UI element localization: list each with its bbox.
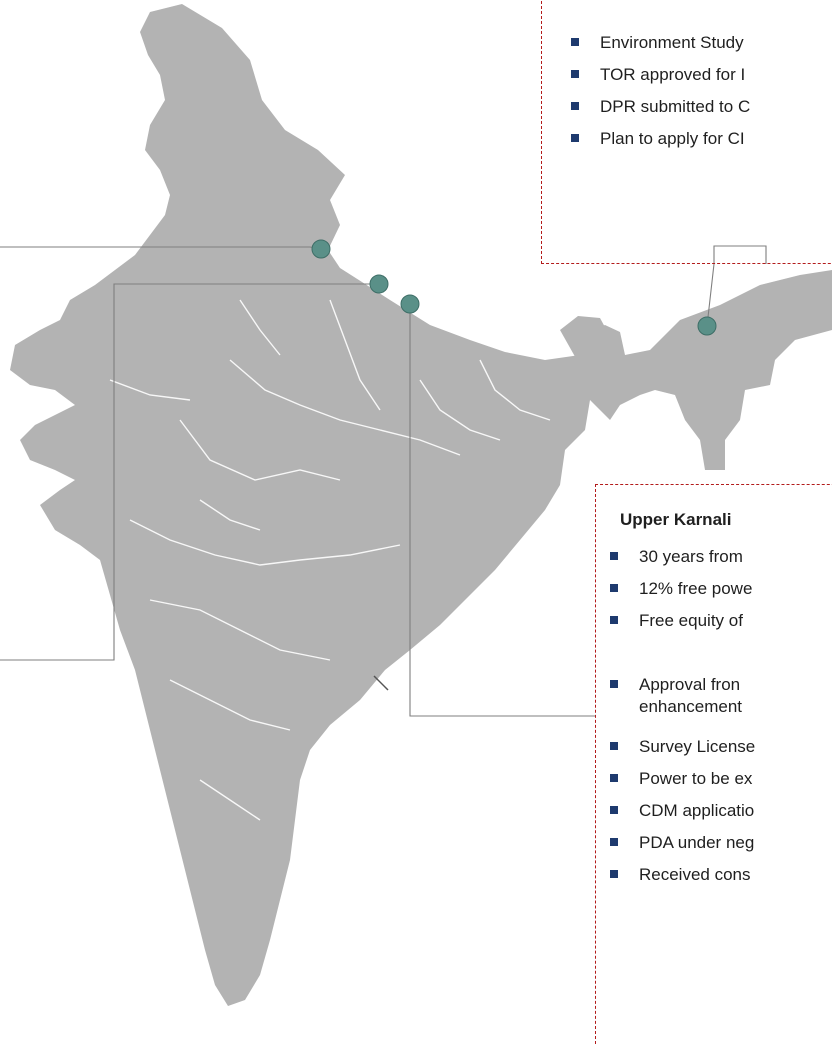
bullet-square-icon bbox=[610, 680, 618, 688]
bullet-square-icon bbox=[610, 552, 618, 560]
bullet-square-icon bbox=[610, 838, 618, 846]
bullet-square-icon bbox=[571, 70, 579, 78]
bullet-square-icon bbox=[610, 742, 618, 750]
callout-title: Upper Karnali bbox=[620, 510, 732, 529]
bullet-square-icon bbox=[610, 870, 618, 878]
bottom-callout-box bbox=[595, 484, 832, 1044]
project-marker-4[interactable] bbox=[697, 316, 717, 336]
india-landmass bbox=[10, 4, 832, 1006]
bullet-square-icon bbox=[610, 584, 618, 592]
project-marker-3[interactable] bbox=[400, 294, 420, 314]
bullet-square-icon bbox=[610, 616, 618, 624]
leader-line-3 bbox=[409, 306, 595, 717]
india-map bbox=[0, 4, 832, 1006]
bullet-square-icon bbox=[610, 774, 618, 782]
top-callout-box bbox=[541, 0, 832, 264]
bullet-square-icon bbox=[571, 102, 579, 110]
leader-line-4 bbox=[706, 245, 767, 327]
bullet-square-icon bbox=[610, 806, 618, 814]
project-marker-2[interactable] bbox=[369, 274, 389, 294]
river-lines bbox=[109, 299, 551, 821]
northeast-region bbox=[560, 316, 612, 362]
project-markers bbox=[311, 239, 717, 336]
bullet-square-icon bbox=[571, 134, 579, 142]
project-marker-1[interactable] bbox=[311, 239, 331, 259]
coastline-mark bbox=[373, 675, 389, 691]
bullet-square-icon bbox=[571, 38, 579, 46]
